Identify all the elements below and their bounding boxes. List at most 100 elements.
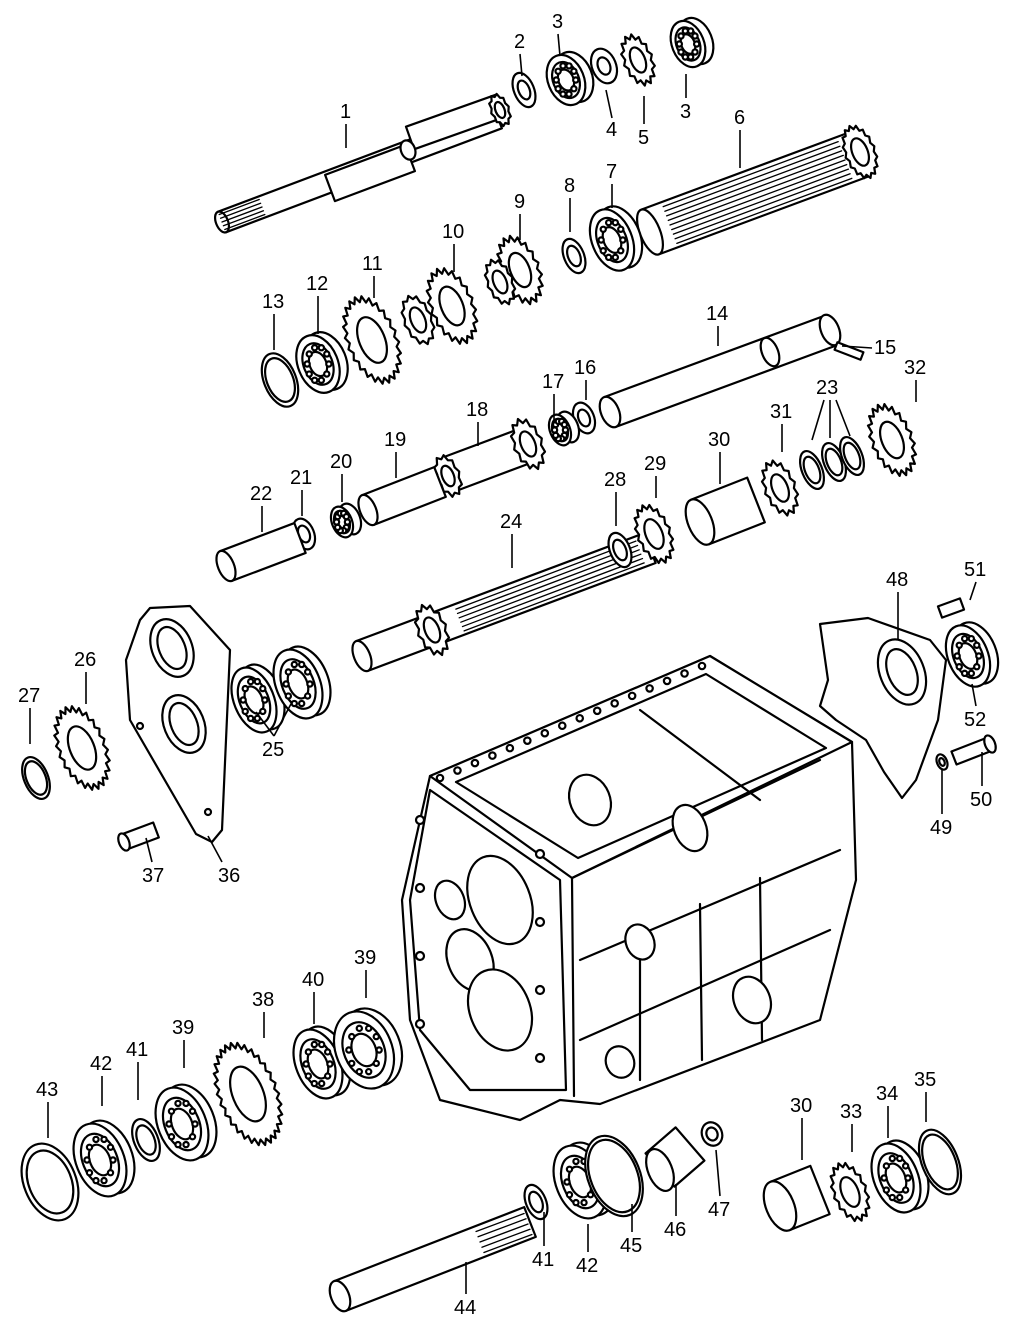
part-18-cluster-gear bbox=[433, 417, 547, 498]
callout-5: 5 bbox=[638, 96, 649, 149]
callout-28: 28 bbox=[604, 469, 626, 526]
part-41-ring-b bbox=[523, 1183, 549, 1221]
callout-51: 51 bbox=[964, 559, 986, 601]
callout-37: 37 bbox=[142, 837, 164, 887]
callout-1: 1 bbox=[340, 101, 351, 148]
callout-4-text: 4 bbox=[606, 119, 617, 141]
part-24-shaft bbox=[351, 531, 657, 673]
callout-19: 19 bbox=[384, 429, 406, 478]
callout-22: 22 bbox=[250, 483, 272, 532]
callout-27-text: 27 bbox=[18, 685, 40, 707]
callout-10-text: 10 bbox=[442, 221, 464, 243]
callout-39b-text: 39 bbox=[172, 1017, 194, 1039]
callout-41b-text: 41 bbox=[532, 1249, 554, 1271]
part-30b-sleeve bbox=[762, 1164, 831, 1232]
callout-1-text: 1 bbox=[340, 101, 351, 123]
part-5-gear bbox=[620, 33, 656, 87]
part-41-ring-a bbox=[131, 1118, 161, 1162]
part-51-bolt bbox=[936, 597, 966, 619]
callout-16: 16 bbox=[574, 357, 596, 400]
callout-18-text: 18 bbox=[466, 399, 488, 421]
callout-44-text: 44 bbox=[454, 1297, 476, 1319]
callout-9-text: 9 bbox=[514, 191, 525, 213]
callout-35: 35 bbox=[914, 1069, 936, 1122]
callout-32: 32 bbox=[904, 357, 926, 402]
callout-12-text: 12 bbox=[306, 273, 328, 295]
callout-19-text: 19 bbox=[384, 429, 406, 451]
callout-29-text: 29 bbox=[644, 453, 666, 475]
callout-39a-text: 39 bbox=[354, 947, 376, 969]
callout-17: 17 bbox=[542, 371, 564, 420]
callout-11: 11 bbox=[362, 253, 383, 298]
callout-31-text: 31 bbox=[770, 401, 792, 423]
callout-39b: 39 bbox=[172, 1017, 194, 1068]
callout-2-text: 2 bbox=[514, 31, 525, 53]
part-12-bearing bbox=[295, 331, 349, 394]
callout-49-text: 49 bbox=[930, 817, 952, 839]
callout-2: 2 bbox=[514, 31, 525, 77]
callout-52-text: 52 bbox=[964, 709, 986, 731]
callout-32-text: 32 bbox=[904, 357, 926, 379]
callout-42b-text: 42 bbox=[576, 1255, 598, 1277]
part-43-seal bbox=[20, 1142, 80, 1222]
callout-30a: 30 bbox=[708, 429, 730, 484]
part-38-gear bbox=[212, 1041, 284, 1147]
callout-37-text: 37 bbox=[142, 865, 164, 887]
part-39-bearing-a bbox=[332, 1007, 404, 1090]
callout-16-text: 16 bbox=[574, 357, 596, 379]
callout-24: 24 bbox=[500, 511, 522, 568]
part-10-gear bbox=[400, 267, 479, 346]
part-3-bearing-b bbox=[669, 16, 715, 69]
callout-33: 33 bbox=[840, 1101, 862, 1152]
part-35-snap-ring bbox=[917, 1128, 963, 1196]
part-22-spacer-tube bbox=[215, 521, 307, 583]
part-52-bearing bbox=[944, 621, 1000, 688]
callout-15: 15 bbox=[841, 337, 896, 359]
callout-47: 47 bbox=[708, 1149, 730, 1221]
callout-45: 45 bbox=[620, 1204, 642, 1257]
part-9-gear bbox=[483, 234, 544, 306]
part-42-bearing-a bbox=[72, 1119, 136, 1198]
part-4-spacer bbox=[589, 47, 619, 85]
part-46-sleeve bbox=[644, 1126, 706, 1192]
callout-18: 18 bbox=[466, 399, 488, 446]
callout-42b: 42 bbox=[576, 1224, 598, 1277]
callout-4: 4 bbox=[605, 89, 617, 141]
callout-22-text: 22 bbox=[250, 483, 272, 505]
callout-44: 44 bbox=[454, 1262, 476, 1319]
part-50-bolt bbox=[950, 734, 997, 766]
callout-38-text: 38 bbox=[252, 989, 274, 1011]
part-37-bolt bbox=[117, 821, 160, 852]
callout-36: 36 bbox=[207, 835, 240, 887]
part-15-pin bbox=[833, 341, 865, 361]
part-7-bearing bbox=[588, 205, 644, 272]
part-17-needle-bearing bbox=[547, 410, 581, 447]
part-13-snap-ring bbox=[260, 352, 300, 408]
callout-20: 20 bbox=[330, 451, 352, 502]
callout-5-text: 5 bbox=[638, 127, 649, 149]
callout-41a: 41 bbox=[126, 1039, 148, 1100]
parts-drawing bbox=[20, 16, 1000, 1313]
part-20-needle-bearing bbox=[329, 502, 363, 539]
callout-7-text: 7 bbox=[606, 161, 617, 183]
callout-43: 43 bbox=[36, 1079, 58, 1138]
callout-6: 6 bbox=[734, 107, 745, 168]
callout-8-text: 8 bbox=[564, 175, 575, 197]
part-26-gear bbox=[53, 705, 111, 791]
callout-24-text: 24 bbox=[500, 511, 522, 533]
part-36-plate bbox=[124, 604, 232, 844]
callout-12: 12 bbox=[306, 273, 328, 334]
part-23-rings bbox=[798, 435, 866, 491]
callout-25: 25 bbox=[255, 701, 293, 761]
callout-7: 7 bbox=[606, 161, 617, 208]
callout-3a-text: 3 bbox=[552, 11, 563, 33]
callout-46-text: 46 bbox=[664, 1219, 686, 1241]
callout-34: 34 bbox=[876, 1083, 898, 1138]
callout-28-text: 28 bbox=[604, 469, 626, 491]
callout-30b-text: 30 bbox=[790, 1095, 812, 1117]
callout-30b: 30 bbox=[790, 1095, 812, 1160]
callout-49: 49 bbox=[930, 770, 952, 839]
callout-43-text: 43 bbox=[36, 1079, 58, 1101]
part-2-ring bbox=[511, 71, 537, 109]
part-49-washer bbox=[935, 753, 949, 771]
